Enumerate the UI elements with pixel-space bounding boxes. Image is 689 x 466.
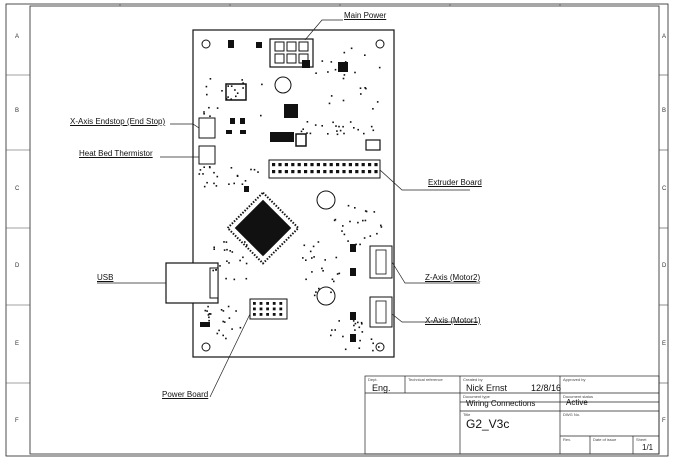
row-label-left-e: E [15,341,20,347]
x-motor-connector [369,296,393,328]
capacitors [274,76,336,306]
dwg-caption: DWG No. [563,412,581,417]
row-label-left-f: F [15,418,19,424]
date-value: 12/8/16 [531,383,562,393]
approved-caption: Approved by [563,377,586,382]
row-label-right-c: C [662,186,667,192]
docstatus-caption: Document status [563,394,594,399]
dept-value: Eng. [372,383,391,393]
title-value: G2_V3c [466,417,510,431]
x-axis-label: X-Axis (Motor1) [425,316,481,325]
created-by-value: Nick Ernst [466,383,508,393]
row-label-right-d: D [662,263,667,269]
extruder-label: Extruder Board [428,178,482,187]
row-label-left-a: A [15,34,20,40]
inner-border [29,5,660,455]
title-block-grid [364,375,660,455]
power-board-header [249,298,288,320]
doctype-caption: Document type [463,394,490,399]
vias [198,47,383,352]
sheet-value: 1/1 [642,443,654,452]
title-caption: Title [463,412,471,417]
row-label-right-e: E [662,341,667,347]
power-board-label: Power Board [162,390,209,399]
row-label-left-c: C [15,186,20,192]
created-caption: Created by [463,377,483,382]
row-label-left-d: D [15,263,20,269]
row-label-right-f: F [662,418,666,424]
row-label-right-b: B [662,108,667,114]
main-power-connector [269,38,314,68]
issue-caption: Date of issue [593,437,617,442]
usb-connector [165,262,219,304]
border-ticks [6,4,668,384]
dept-caption: Dept. [368,377,378,382]
pcb-board [192,29,395,358]
doctype-value: Wiring Connections [466,399,536,408]
outer-border [5,3,669,457]
z-axis-label: Z-Axis (Motor2) [425,273,481,282]
sheet-caption: Sheet [636,437,647,442]
docstatus-value: Active [566,398,588,407]
pcb-components [198,40,381,342]
rev-caption: Rev. [563,437,571,442]
usb-label: USB [97,273,114,282]
z-motor-connector [369,245,393,279]
thermistor-label: Heat Bed Thermistor [79,149,153,158]
main-power-label: Main Power [344,11,387,20]
row-label-left-b: B [15,108,20,114]
techref-caption: Technical reference [408,377,443,382]
extruder-header [268,159,381,179]
leader-lines [97,19,480,398]
x-endstop-label: X-Axis Endstop (End Stop) [70,117,166,126]
row-label-right-a: A [662,34,667,40]
